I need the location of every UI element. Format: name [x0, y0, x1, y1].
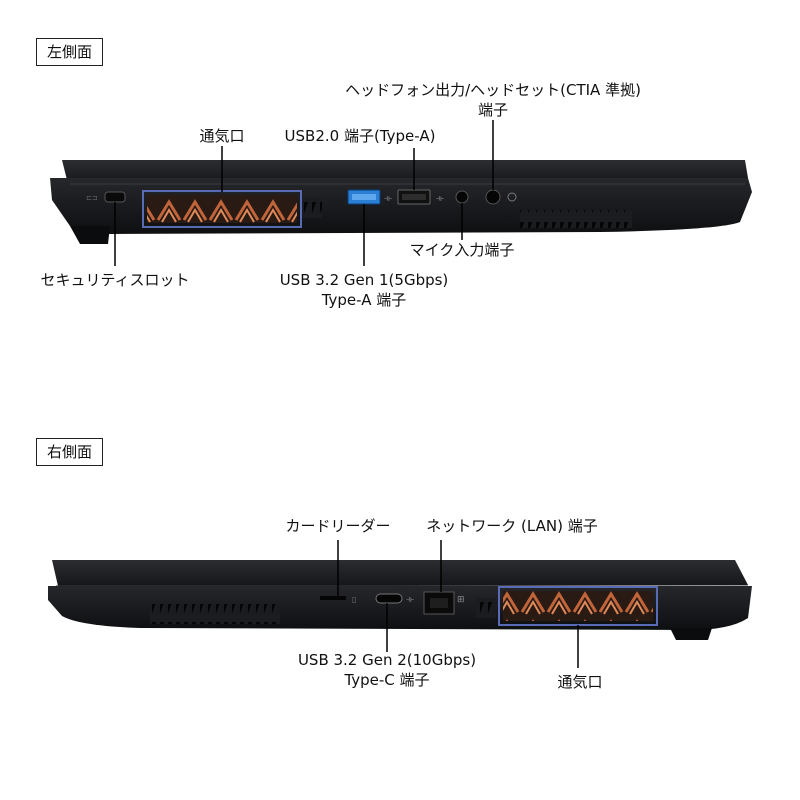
- left-foot: [70, 226, 110, 244]
- right-foot: [670, 628, 712, 640]
- left-side-heading: 左側面: [36, 38, 104, 66]
- label-security-slot: セキュリティスロット: [40, 271, 190, 289]
- right-vent-grille: [503, 591, 653, 621]
- right-side-heading: 右側面: [36, 438, 104, 466]
- label-usb32-line1: USB 3.2 Gen 1(5Gbps): [279, 271, 449, 289]
- label-usbc-line1: USB 3.2 Gen 2(10Gbps): [297, 651, 477, 669]
- label-usbc-line2: Type-C 端子: [344, 671, 430, 689]
- svg-text:⟛: ⟛: [406, 595, 414, 605]
- label-card-reader: カードリーダー: [285, 517, 391, 535]
- card-reader-slot: [320, 596, 346, 600]
- label-mic: マイク入力端子: [409, 241, 515, 259]
- svg-text:⊏⊐: ⊏⊐: [86, 194, 98, 202]
- label-right-vent: 通気口: [557, 673, 603, 691]
- label-left-vent: 通気口: [199, 127, 245, 145]
- svg-text:⟛: ⟛: [384, 194, 392, 204]
- headphone-jack: [485, 189, 501, 205]
- security-slot-port: [104, 191, 126, 203]
- svg-text:⊞: ⊞: [457, 595, 465, 605]
- label-usb32-line2: Type-A 端子: [321, 291, 407, 309]
- svg-text:⟛: ⟛: [436, 194, 444, 204]
- label-headphone-line2: 端子: [477, 101, 509, 119]
- label-headphone-line1: ヘッドフォン出力/ヘッドセット(CTIA 準拠): [345, 81, 641, 99]
- label-usb20: USB2.0 端子(Type-A): [284, 127, 436, 145]
- left-vent-grille: [147, 195, 297, 223]
- label-lan: ネットワーク (LAN) 端子: [426, 517, 598, 535]
- right-lid: [52, 560, 748, 586]
- usb-c-port: [375, 593, 403, 604]
- mic-jack: [455, 190, 469, 204]
- svg-text:▯: ▯: [352, 595, 356, 604]
